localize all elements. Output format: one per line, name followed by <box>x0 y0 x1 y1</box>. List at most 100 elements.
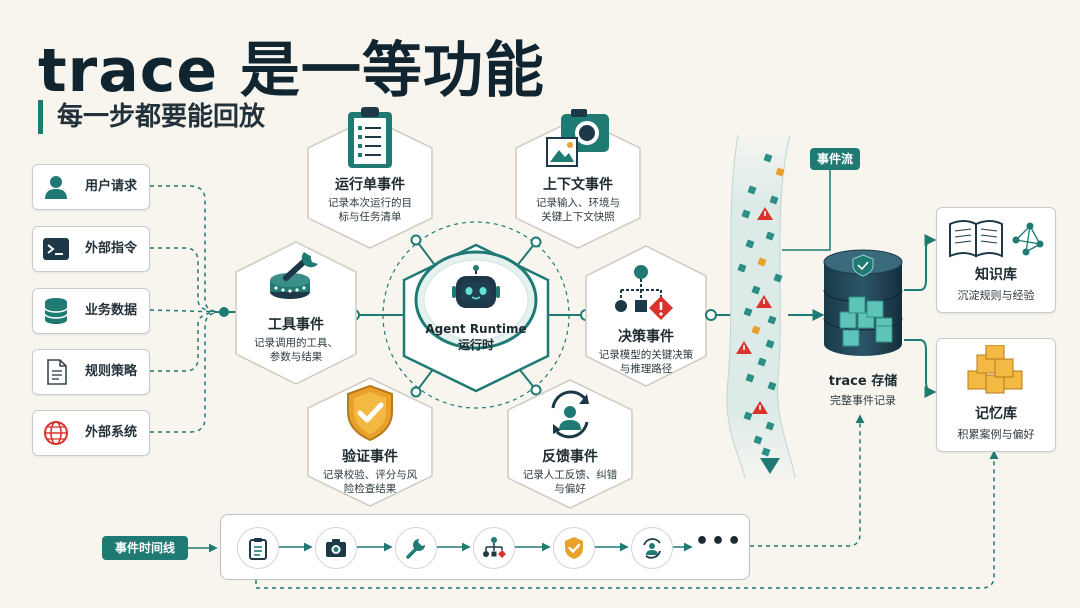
user-icon <box>45 176 67 199</box>
source-external-command: 外部指令 <box>32 226 150 272</box>
destination-desc: 积累案例与偏好 <box>957 428 1035 441</box>
wrench-icon <box>270 252 318 299</box>
stream-event-cube <box>773 273 783 283</box>
event-desc: 记录输入、环境与关键上下文快照 <box>536 197 620 223</box>
timeline-label: 事件时间线 <box>102 536 188 560</box>
event-decision: 决策事件 记录模型的关键决策与推理路径 <box>580 260 712 376</box>
globe-icon <box>44 421 68 445</box>
stream-event-cube <box>747 185 757 195</box>
stream-event-cube <box>757 357 767 367</box>
page-title: trace 是一等功能 <box>38 36 545 106</box>
source-label: 外部系统 <box>85 425 138 440</box>
shield-icon <box>852 254 874 277</box>
event-feedback: 反馈事件 记录人工反馈、纠错与偏好 <box>504 388 636 496</box>
hub-label-en: Agent Runtime <box>425 322 527 336</box>
event-timeline: ••• <box>220 514 750 580</box>
timeline-node-run <box>237 527 279 569</box>
cubes-icon <box>967 344 1023 394</box>
stream-event-cube <box>745 239 755 249</box>
trace-store-desc: 完整事件记录 <box>830 394 896 407</box>
stream-event-cube <box>769 195 779 205</box>
book-network-icon <box>949 220 1044 258</box>
event-stream <box>726 134 796 479</box>
decision-tree-icon <box>483 537 506 558</box>
event-title: 运行单事件 <box>335 177 405 193</box>
source-label: 用户请求 <box>85 179 138 194</box>
robot-icon <box>452 265 500 308</box>
event-hexagons <box>235 117 707 509</box>
source-business-data: 业务数据 <box>32 288 150 334</box>
stream-event-cube <box>741 209 751 219</box>
destination-memory-base: 记忆库 积累案例与偏好 <box>936 338 1056 452</box>
feedback-icon <box>551 390 589 439</box>
wrench-icon <box>406 539 425 559</box>
event-desc: 记录人工反馈、纠错与偏好 <box>522 469 618 495</box>
timeline-node-decision <box>473 527 515 569</box>
destination-knowledge-base: 知识库 沉淀规则与经验 <box>936 207 1056 313</box>
source-label: 业务数据 <box>85 303 138 318</box>
destination-desc: 沉淀规则与经验 <box>957 289 1035 302</box>
source-user-request: 用户请求 <box>32 164 150 210</box>
event-title: 上下文事件 <box>543 177 613 193</box>
trace-store-cylinder <box>823 249 903 356</box>
event-tool: 工具事件 记录调用的工具、参数与结果 <box>230 246 362 364</box>
timeline-node-context <box>315 527 357 569</box>
timeline-node-verify <box>553 527 595 569</box>
event-title: 工具事件 <box>268 317 324 333</box>
camera-icon <box>326 539 346 557</box>
source-label: 外部指令 <box>85 241 138 256</box>
event-desc: 记录校验、评分与风险检查结果 <box>322 469 418 495</box>
timeline-more-ellipsis: ••• <box>695 529 744 554</box>
stream-event-cube <box>765 231 775 241</box>
hub-label: Agent Runtime 运行时 <box>411 322 541 353</box>
merge-node <box>219 307 229 317</box>
stream-event-cube <box>761 447 771 457</box>
camera-icon <box>546 109 609 167</box>
stream-event-cube <box>767 381 777 391</box>
stream-event-cube <box>737 263 747 273</box>
destination-title: 知识库 <box>975 267 1017 283</box>
event-title: 决策事件 <box>618 329 674 345</box>
clipboard-icon <box>249 538 267 560</box>
terminal-icon <box>43 238 69 260</box>
document-icon <box>47 359 67 385</box>
source-external-system: 外部系统 <box>32 410 150 456</box>
stream-event-cube <box>757 257 767 267</box>
event-verify: 验证事件 记录校验、评分与风险检查结果 <box>304 384 436 496</box>
timeline-node-tool <box>395 527 437 569</box>
source-label: 规则策略 <box>85 364 138 379</box>
destination-title: 记忆库 <box>975 406 1017 422</box>
event-context: 上下文事件 记录输入、环境与关键上下文快照 <box>512 108 644 224</box>
database-icon <box>44 298 68 324</box>
hub-label-zh: 运行时 <box>457 338 494 352</box>
event-stream-label: 事件流 <box>810 148 860 170</box>
event-desc: 记录模型的关键决策与推理路径 <box>598 349 694 375</box>
source-connectors <box>149 185 223 433</box>
shield-check-icon <box>347 384 393 442</box>
stream-event-cube <box>751 325 761 335</box>
shield-check-icon <box>565 537 583 559</box>
stream-event-cube <box>745 373 755 383</box>
clipboard-icon <box>348 107 392 168</box>
feedback-icon <box>643 538 661 559</box>
trace-store-label: trace 存储 完整事件记录 <box>808 370 918 408</box>
timeline-connectors <box>188 414 999 589</box>
event-run: 运行单事件 记录本次运行的目标与任务清单 <box>304 104 436 224</box>
event-desc: 记录本次运行的目标与任务清单 <box>328 197 412 223</box>
decision-tree-icon <box>615 265 673 320</box>
source-rules-policy: 规则策略 <box>32 349 150 395</box>
stream-event-cube <box>765 421 775 431</box>
timeline-arrows <box>279 542 693 552</box>
page-subtitle: 每一步都要能回放 <box>38 100 265 134</box>
stream-event-cube <box>751 285 761 295</box>
stream-event-cube <box>767 315 777 325</box>
stream-event-cube <box>775 167 785 177</box>
trace-store-title: trace 存储 <box>828 374 898 389</box>
event-title: 验证事件 <box>342 449 398 465</box>
stream-event-cube <box>743 307 753 317</box>
stream-event-cube <box>763 153 773 163</box>
stream-event-cube <box>743 411 753 421</box>
stream-event-cube <box>753 435 763 445</box>
